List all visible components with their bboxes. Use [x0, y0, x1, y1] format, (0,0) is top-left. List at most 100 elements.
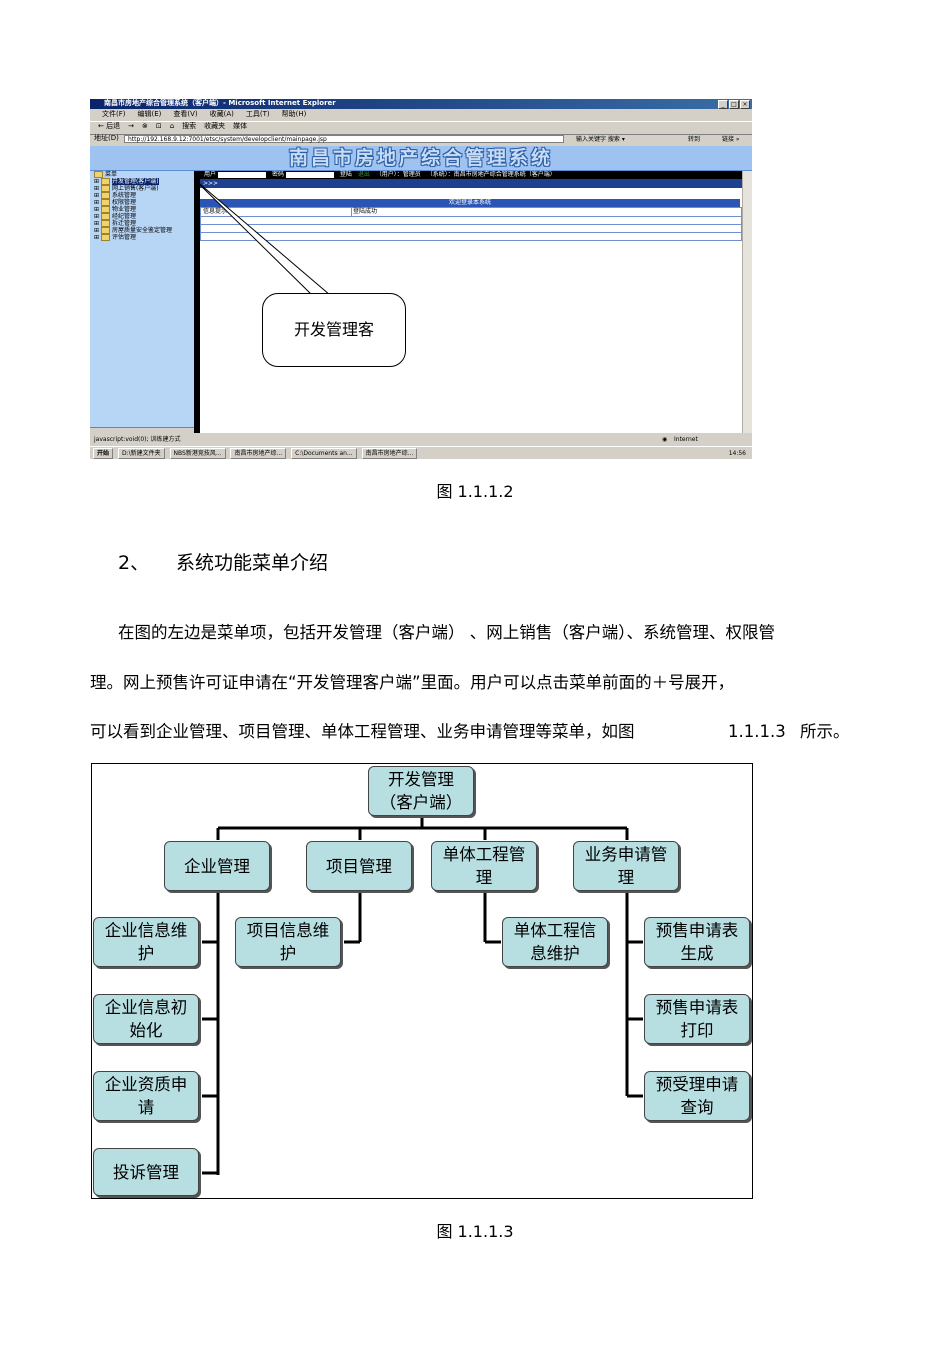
node-line: 企业信息初 [104, 998, 188, 1017]
node-line: 开发管理 [388, 770, 454, 789]
clock: 14:56 [728, 450, 746, 457]
paragraph-tail: 所示。 [800, 722, 850, 741]
go-button[interactable]: 转到 [688, 136, 701, 143]
folder-icon [100, 220, 110, 227]
windows-taskbar: 开始 D:\新建文件夹 NBS新港竞技风... 南昌市房地产综... C:\Do… [90, 446, 752, 459]
address-url: http://192.168.9.12:7001/etsc/system/dev… [128, 136, 327, 143]
node-line: 生成 [680, 944, 714, 963]
sidebar-item-assessment[interactable]: ⊞ 评估管理 [94, 234, 136, 241]
paragraph-line-1: 在图的左边是菜单项，包括开发管理（客户端） 、网上销售（客户端）、系统管理、权限… [118, 623, 775, 642]
login-bar: 用户 密码 登陆 退出 （用户）：管理员 （系统）：南昌市房地产综合管理系统（客… [200, 171, 752, 179]
node-line: 查询 [680, 1098, 714, 1117]
task-ie-1[interactable]: 南昌市房地产综... [230, 448, 287, 459]
sidebar-item-develop[interactable]: ⊞ 开发管理(客户端) [94, 178, 159, 185]
menu-view[interactable]: 查看(V) [173, 110, 198, 118]
back-button[interactable]: ← 后退 [98, 122, 121, 130]
sidebar-root-label: 菜单 [105, 171, 118, 178]
refresh-icon[interactable]: ⊡ [155, 122, 162, 130]
node-line: 预售申请表 [655, 921, 739, 940]
node-line: 投诉管理 [113, 1162, 179, 1182]
task-documents[interactable]: C:\Documents an... [291, 448, 357, 459]
system-info: （系统）：南昌市房地产综合管理系统（客户端） [426, 171, 556, 178]
org-node-root: 开发管理 （客户端） [368, 766, 474, 816]
stop-icon[interactable]: ⊗ [141, 122, 148, 130]
folder-icon [100, 227, 110, 234]
info-label: 信息提示： [203, 208, 234, 215]
media-button[interactable]: 媒体 [233, 122, 248, 130]
node-line: 理 [475, 868, 493, 887]
links-button[interactable]: 链接 » [722, 136, 740, 143]
sidebar-item-online-sales[interactable]: ⊞ 网上销售(客户端) [94, 185, 159, 192]
callout-pointer [193, 178, 331, 296]
node-line: 请 [137, 1098, 155, 1117]
info-table [200, 207, 742, 241]
logout-button[interactable]: 退出 [357, 171, 370, 178]
node-line: 企业管理 [184, 856, 250, 876]
figure-caption-2: 图 1.1.1.3 [436, 1222, 514, 1241]
org-chart: 开发管理 （客户端） 企业管理 项目管理 单体工程管理 业务申请管理 企业信息维护… [91, 763, 753, 1199]
sidebar-item-property[interactable]: ⊞ 物业管理 [94, 206, 136, 213]
org-node-single-project: 单体工程管理 [431, 841, 537, 891]
minimize-icon[interactable]: _ [718, 100, 728, 109]
address-input[interactable]: http://192.168.9.12:7001/etsc/system/dev… [124, 135, 564, 143]
sidebar-scrollbar[interactable] [90, 427, 194, 434]
org-node-enterprise-info: 企业信息维护 [93, 917, 199, 967]
sidebar-item-label: 系统管理 [111, 192, 136, 199]
sidebar-item-quality[interactable]: ⊞ 房屋质量安全鉴定管理 [94, 227, 172, 234]
login-button[interactable]: 登陆 [339, 171, 352, 178]
task-folder[interactable]: D:\新建文件夹 [117, 448, 165, 459]
sidebar-item-system[interactable]: ⊞ 系统管理 [94, 192, 136, 199]
node-line: 始化 [129, 1021, 163, 1040]
sidebar-item-permission[interactable]: ⊞ 权限管理 [94, 199, 136, 206]
node-line: 预受理申请 [655, 1075, 739, 1094]
menu-edit[interactable]: 编辑(E) [137, 110, 162, 118]
org-node-business: 业务申请管理 [573, 841, 679, 891]
search-hint[interactable]: 输入关键字 搜索 ▾ [576, 136, 625, 143]
section-title: 系统功能菜单介绍 [176, 552, 329, 574]
menu-tools[interactable]: 工具(T) [245, 110, 270, 118]
close-icon[interactable]: × [740, 100, 750, 109]
org-node-single-project-info: 单体工程信息维护 [502, 917, 608, 967]
node-line: 项目管理 [326, 856, 392, 876]
menu-help[interactable]: 帮助(H) [281, 110, 307, 118]
password-input[interactable] [285, 171, 334, 178]
paragraph-figure-ref: 1.1.1.3 [728, 722, 786, 741]
home-icon[interactable]: ⌂ [169, 122, 175, 130]
folder-icon [100, 206, 110, 213]
folder-icon [100, 178, 110, 185]
favorites-button[interactable]: 收藏夹 [204, 122, 226, 130]
frame-divider[interactable] [194, 171, 200, 433]
user-input[interactable] [218, 171, 267, 178]
menu-favorites[interactable]: 收藏(A) [209, 110, 234, 118]
folder-icon [94, 171, 103, 178]
node-line: （客户端） [379, 793, 463, 812]
org-node-project-info: 项目信息维护 [235, 917, 341, 967]
sidebar-item-demolition[interactable]: ⊞ 拆迁管理 [94, 220, 136, 227]
node-line: 企业信息维 [104, 921, 188, 940]
node-line: 企业资质申 [104, 1075, 188, 1094]
org-node-qualification: 企业资质申请 [93, 1071, 199, 1121]
task-ie-2[interactable]: 南昌市房地产综... [361, 448, 418, 459]
folder-icon [100, 213, 110, 220]
org-node-complaint: 投诉管理 [93, 1148, 199, 1196]
address-bar: 地址(D) [90, 134, 752, 145]
password-label: 密码 [271, 171, 284, 178]
node-line: 护 [137, 944, 155, 963]
org-node-presale-print: 预售申请表打印 [644, 994, 750, 1044]
menu-file[interactable]: 文件(F) [102, 110, 126, 118]
section-number: 2、 [118, 552, 150, 574]
maximize-icon[interactable]: □ [729, 100, 739, 109]
folder-icon [100, 234, 110, 241]
main-scrollbar[interactable] [742, 171, 752, 433]
start-button[interactable]: 开始 [93, 448, 114, 459]
sidebar-item-broker[interactable]: ⊞ 经纪管理 [94, 213, 136, 220]
banner-title: 南昌市房地产综合管理系统 [288, 147, 553, 169]
ie-screenshot: 南昌市房地产综合管理系统（客户端）- Microsoft Internet Ex… [90, 99, 752, 459]
paragraph-line-3: 可以看到企业管理、项目管理、单体工程管理、业务申请管理等菜单，如图 [90, 722, 635, 741]
forward-button[interactable]: → [128, 122, 134, 130]
sidebar-root[interactable]: 菜单 [90, 171, 194, 178]
system-banner: 南昌市房地产综合管理系统 [90, 146, 752, 171]
search-button[interactable]: 搜索 [182, 122, 197, 130]
task-nbs[interactable]: NBS新港竞技风... [169, 448, 226, 459]
node-line: 项目信息维 [246, 921, 330, 940]
